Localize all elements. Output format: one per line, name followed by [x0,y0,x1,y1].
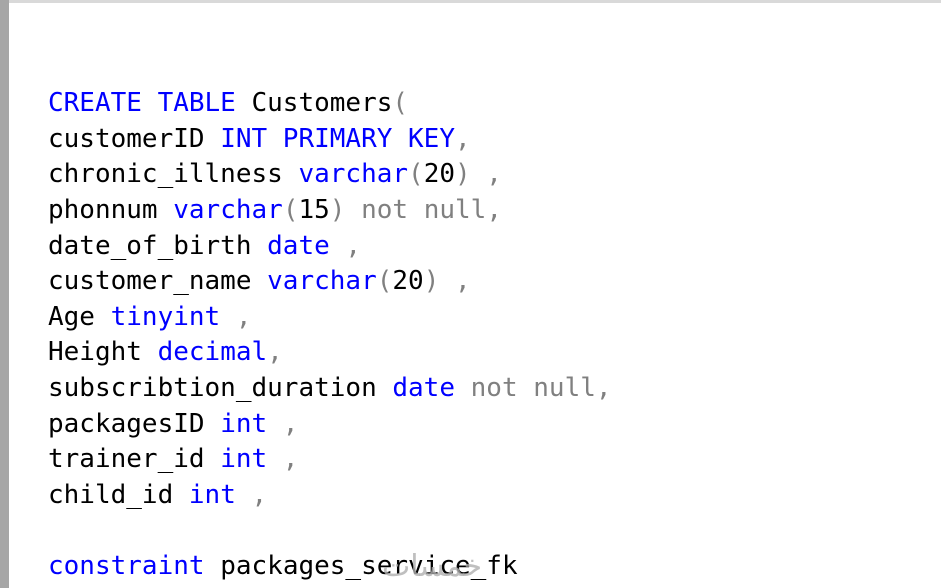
code-line: phonnum varchar(15) not null, [48,193,941,229]
code-token: foreign key [48,587,220,588]
code-token: date [392,372,455,403]
code-token: subscribtion_duration [48,372,393,403]
sql-code-editor[interactable]: CREATE TABLE Customers(customerID INT PR… [9,9,941,588]
code-token: chronic_illness [48,159,299,190]
code-token: ) , [423,266,471,297]
code-token: packagesID [48,408,221,439]
code-token: ) [408,587,439,588]
code-token: phonnum [48,194,174,225]
code-line [48,513,941,549]
code-token: varchar [173,194,283,225]
code-token: references [439,587,596,588]
code-token: , [455,123,471,154]
code-token: packages [596,587,737,588]
code-token: ( [737,587,753,588]
code-token: int [220,444,268,475]
window-left-border [0,0,9,588]
code-token: Height [48,337,158,368]
code-token: ) , [455,159,502,190]
code-line: Height decimal, [48,335,941,371]
code-line: child_id int , [48,478,941,514]
code-token: ( [220,587,252,588]
code-token: customerID [48,123,221,154]
code-token: ) [893,587,909,588]
code-token: 15 [298,194,330,225]
code-token: ( [282,194,299,225]
code-line: packagesID int , [48,407,941,443]
code-token: , [267,444,299,475]
code-token: date [267,230,330,261]
code-token: trainer_id [48,444,221,475]
code-line: customer_name varchar(20) , [48,264,941,300]
code-token: Age [48,301,111,332]
code-token: child_id [48,479,189,510]
code-token: ( [408,159,424,190]
code-token: ) not null, [329,194,502,225]
code-line: subscribtion_duration date not null, [48,371,941,407]
code-token: ( [376,266,393,297]
code-token: not null, [455,372,612,403]
code-token: int [188,479,236,510]
code-token: varchar [267,266,377,297]
code-token: , [220,301,252,332]
code-token: constraint [48,550,205,581]
code-token: INT PRIMARY KEY [220,123,455,154]
code-token: , [267,408,299,439]
code-token: 20 [423,159,455,190]
code-token: customer_name [48,266,268,297]
code-line: constraint packages_service_fk [48,549,941,585]
code-token: , [329,230,362,261]
code-token: packagesID [252,587,409,588]
code-token: 20 [392,266,424,297]
code-token: varchar [298,159,409,190]
code-token: , [235,479,268,510]
code-token: date_of_birth [48,230,268,261]
code-line: date_of_birth date , [48,229,941,265]
window-top-border [0,0,941,3]
code-token: CREATE TABLE [48,88,236,119]
code-token: ( [392,88,409,119]
code-lines: CREATE TABLE Customers(customerID INT PR… [48,86,941,588]
code-token: tinyint [110,301,221,332]
code-line: customerID INT PRIMARY KEY, [48,122,941,158]
code-line: Age tinyint , [48,300,941,336]
code-line: trainer_id int , [48,442,941,478]
code-token: decimal [157,337,268,368]
code-token: Customers [235,88,393,119]
code-line: CREATE TABLE Customers( [48,86,941,122]
code-line: chronic_illness varchar(20) , [48,157,941,193]
code-line: foreign key (packagesID) references pack… [48,585,941,588]
code-token: int [220,408,268,439]
code-token: , [267,337,283,368]
code-token: packageID [752,587,893,588]
code-token: packages_service_fk [204,550,518,581]
